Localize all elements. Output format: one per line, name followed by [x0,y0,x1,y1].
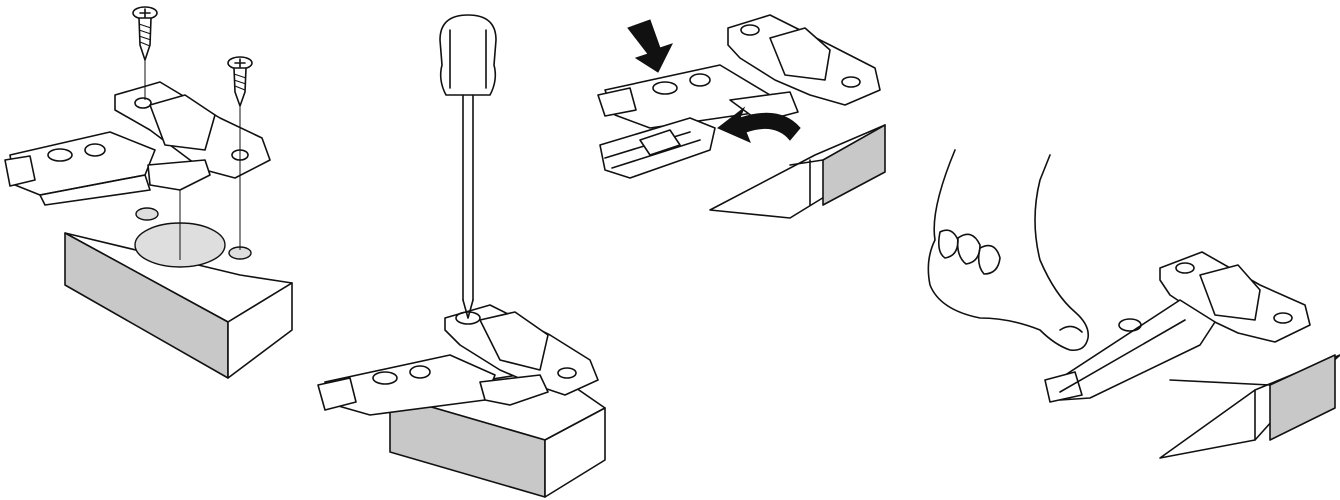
press-arrow-icon [627,19,673,73]
screwdriver-icon [439,14,497,325]
screw-hole-left [135,207,159,221]
cabinet-panel [709,124,886,219]
hinge-clip-body [1044,299,1216,403]
step-3-clip-release [597,14,886,219]
mounting-plate [727,14,881,106]
hinge-clip-body [597,64,799,129]
hinge-base-clip [599,117,716,179]
step-2-screwdriver-fastening [317,14,606,498]
step-1-panel-mounting [4,6,293,379]
cabinet-panel [64,232,293,379]
screw-icon [132,6,158,100]
mounting-plate [1159,251,1311,343]
hand-icon [927,149,1090,352]
hinge-assembly [317,304,599,416]
cabinet-panel [1159,354,1340,459]
step-4-clip-on-by-hand [927,149,1340,459]
hinge-arm [4,131,156,206]
screw-icon [227,56,253,250]
rotate-arrow-icon [717,106,801,143]
hinge-cup-plate [114,81,271,191]
